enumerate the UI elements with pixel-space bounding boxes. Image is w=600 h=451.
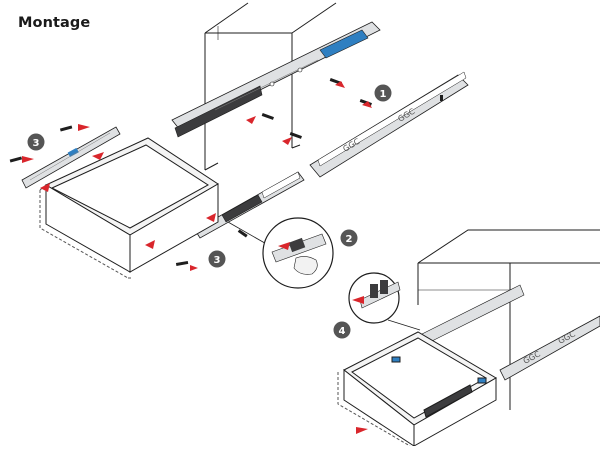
upper-cabinet bbox=[204, 2, 337, 171]
drawer-box-left bbox=[39, 137, 219, 279]
arrow-red bbox=[190, 265, 198, 271]
drawer-box-lower bbox=[337, 331, 497, 447]
svg-text:2: 2 bbox=[346, 234, 353, 245]
step-badge-1: 1 bbox=[374, 84, 392, 102]
svg-text:3: 3 bbox=[33, 138, 40, 149]
arrow-red bbox=[78, 124, 90, 131]
detail-zoom-clip bbox=[348, 272, 421, 331]
arrow-red bbox=[22, 156, 34, 163]
arrow-red bbox=[335, 81, 345, 88]
arrow-red bbox=[40, 183, 50, 192]
arrow-red bbox=[362, 101, 372, 108]
arrow-red bbox=[145, 240, 155, 249]
direction-arrows bbox=[22, 81, 372, 434]
arrow-red bbox=[92, 152, 104, 160]
lower-cabinet bbox=[417, 229, 600, 410]
step-badge-2: 2 bbox=[340, 229, 358, 247]
rail-lower-right: GGC GGC bbox=[419, 284, 600, 381]
step-badge-3-bottom: 3 bbox=[208, 250, 226, 268]
step-badge-3-left: 3 bbox=[27, 133, 45, 151]
rail-cabinet-right: GGC GGC bbox=[309, 71, 469, 178]
arrow-red bbox=[356, 427, 368, 434]
svg-text:3: 3 bbox=[214, 255, 221, 266]
arrow-red bbox=[282, 137, 292, 145]
svg-text:4: 4 bbox=[339, 326, 346, 337]
arrow-red bbox=[206, 213, 216, 222]
rail-drawer-member bbox=[194, 171, 305, 239]
detail-zoom-release bbox=[227, 217, 334, 289]
rail-upper-back bbox=[171, 21, 381, 138]
page-title: Montage bbox=[18, 15, 91, 31]
svg-text:1: 1 bbox=[380, 89, 387, 100]
rail-drawer-side-left bbox=[21, 126, 121, 189]
step-badge-4: 4 bbox=[333, 321, 351, 339]
arrow-red bbox=[246, 116, 256, 124]
